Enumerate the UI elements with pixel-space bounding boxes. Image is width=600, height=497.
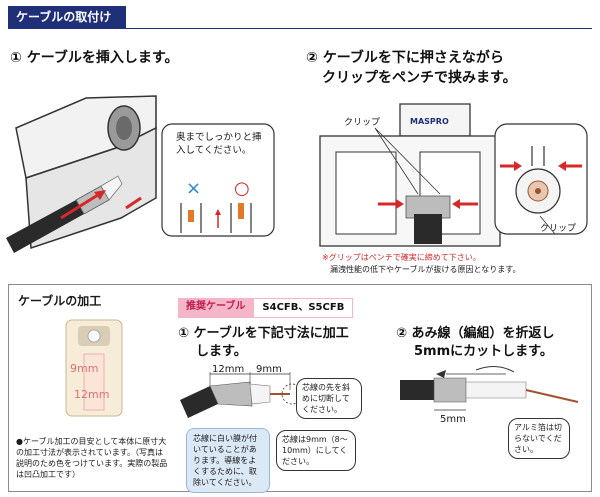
- cut-diagonal-bubble: 芯線の先を斜めに切断してください。: [296, 378, 362, 419]
- white-film-note: 芯線に白い膜が付いていることがあります。導線をよくするために、取除いてください。: [186, 428, 270, 493]
- step2-illustration: MASPRO: [319, 103, 588, 247]
- clip-label-left: クリップ: [344, 118, 381, 128]
- dim-9mm: 9mm: [256, 364, 282, 375]
- sub1-title-line1: ① ケーブルを下記寸法に加工: [178, 326, 349, 341]
- right-mark-icon: ○: [234, 178, 250, 199]
- braid-fold-diagram: [400, 366, 579, 411]
- step2-note-line2: 漏洩性能の低下やケーブルが抜ける原因となります。: [330, 265, 521, 274]
- clip-label-right: クリップ: [540, 224, 577, 234]
- sub1-title-line2: します。: [196, 344, 247, 359]
- recommended-cable-tag: 推奨ケーブル S4CFB、S5CFB: [178, 298, 354, 318]
- sub2-title-line2: 5mmにカットします。: [414, 344, 553, 359]
- gauge-bullet-note: ●ケーブル加工の目安として本体に原寸大の加工寸法が表示されています。（写真は説明…: [16, 437, 168, 479]
- header-rule: [8, 28, 592, 29]
- gauge-photo: [65, 319, 123, 417]
- sub2-title-line1: ② あみ線（編組）を折返し: [396, 326, 555, 341]
- insert-arrow-icon: [94, 190, 106, 200]
- dim-12mm: 12mm: [212, 364, 245, 375]
- gauge-12mm-label: 12mm: [74, 388, 110, 401]
- step1-illustration: × ○: [6, 95, 275, 253]
- section-header: ケーブルの取付け: [8, 6, 126, 28]
- dim-5mm: 5mm: [440, 414, 466, 425]
- processing-title: ケーブルの加工: [18, 294, 102, 308]
- brand-logo: MASPRO: [410, 117, 449, 126]
- gauge-9mm-label: 9mm: [70, 362, 99, 375]
- press-arrow-left-icon: [396, 199, 404, 209]
- step2-title-line2: クリップをペンチで挟みます。: [322, 70, 517, 86]
- press-arrow-right-icon: [452, 199, 460, 209]
- foil-bubble: アルミ箔は切らないでください。: [508, 418, 570, 459]
- core-length-bubble: 芯線は9mm（8〜10mm）にしてください。: [276, 430, 356, 471]
- recommended-types: S4CFB、S5CFB: [253, 298, 354, 318]
- step1-title: ① ケーブルを挿入します。: [10, 50, 179, 66]
- step2-note-line1: ※グリップはペンチで確実に締めて下さい。: [322, 253, 481, 262]
- recommended-label: 推奨ケーブル: [178, 298, 254, 318]
- insert-callout: 奥までしっかりと挿入してください。: [176, 132, 262, 156]
- wrong-mark-icon: ×: [186, 178, 201, 199]
- connector-front: [319, 103, 501, 247]
- step2-title-line1: ② ケーブルを下に押さえながら: [306, 50, 504, 66]
- cable-cut-diagram: [180, 372, 303, 418]
